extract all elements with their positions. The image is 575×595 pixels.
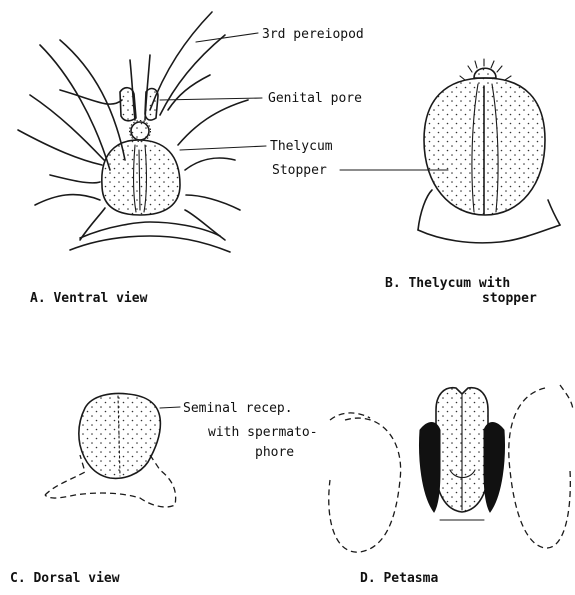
thelycum-knob-a — [131, 122, 149, 140]
panel-a-labels: 3rd pereiopod Genital pore Thelycum Stop… — [30, 27, 448, 306]
label-seminal-recep-line3: phore — [255, 445, 294, 460]
caption-d: D. Petasma — [360, 571, 438, 586]
caption-a: A. Ventral view — [30, 291, 148, 306]
petasma-left-outline — [329, 418, 401, 552]
thelycum-a — [102, 140, 180, 215]
caption-b-line2: stopper — [482, 291, 537, 306]
label-seminal-recep-line2: with spermato- — [208, 425, 318, 440]
panel-d-petasma: D. Petasma — [329, 385, 573, 586]
stopper-knob-b — [474, 68, 496, 78]
petasma-right-outline — [509, 388, 571, 548]
genital-pore-a — [120, 88, 136, 121]
petasma-right-lobe — [484, 423, 504, 513]
panel-a-ventral-view — [18, 12, 248, 252]
label-seminal-recep-line1: Seminal recep. — [183, 401, 293, 416]
label-thelycum: Thelycum — [270, 139, 333, 154]
caption-b-line1: B. Thelycum with — [385, 276, 510, 291]
petasma-left-lobe — [420, 423, 440, 513]
label-genital-pore: Genital pore — [268, 91, 362, 106]
label-third-pereiopod: 3rd pereiopod — [262, 27, 364, 42]
leader-seminal-recep — [160, 407, 180, 408]
label-stopper: Stopper — [272, 163, 327, 178]
genital-pore-a-right — [145, 89, 158, 121]
panel-b-thelycum-with-stopper: B. Thelycum with stopper — [385, 59, 560, 306]
panel-c-dorsal-view: Seminal recep. with spermato- phore C. D… — [10, 393, 318, 586]
caption-c: C. Dorsal view — [10, 571, 120, 586]
leader-third-pereiopod — [196, 33, 258, 42]
leader-thelycum — [180, 146, 266, 150]
